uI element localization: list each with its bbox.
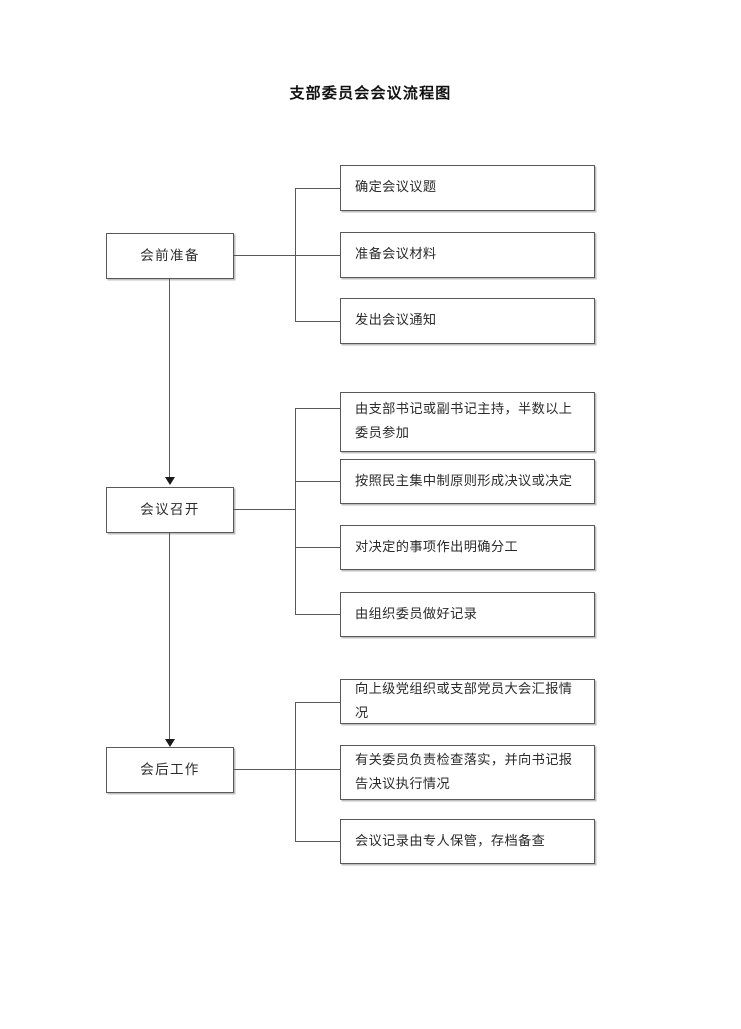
task-node-3-1-label: 向上级党组织或支部党员大会汇报情况 xyxy=(355,681,573,721)
task-node-1-1-label: 确定会议议题 xyxy=(355,180,437,195)
branch-3-2 xyxy=(295,769,340,771)
stage-node-1-label: 会前准备 xyxy=(140,247,200,264)
connector-stage2-to-stage3 xyxy=(169,533,171,739)
task-node-3-1[interactable]: 向上级党组织或支部党员大会汇报情况 xyxy=(340,679,595,724)
branch-2-1 xyxy=(295,408,340,410)
stage-node-2-label: 会议召开 xyxy=(140,501,200,518)
task-node-3-3[interactable]: 会议记录由专人保管，存档备查 xyxy=(340,819,595,864)
task-node-1-1[interactable]: 确定会议议题 xyxy=(340,165,595,211)
branch-2-3 xyxy=(295,547,340,549)
branch-3-1 xyxy=(295,702,340,704)
bracket-spine-3 xyxy=(295,702,297,842)
task-node-2-2-label: 按照民主集中制原则形成决议或决定 xyxy=(355,473,573,489)
task-node-1-3-label: 发出会议通知 xyxy=(355,313,437,328)
task-node-1-3[interactable]: 发出会议通知 xyxy=(340,298,595,344)
arrowhead-stage2-to-stage3 xyxy=(165,739,175,747)
branch-2-2 xyxy=(295,481,340,483)
task-node-2-1[interactable]: 由支部书记或副书记主持，半数以上委员参加 xyxy=(340,392,595,452)
branch-1-2 xyxy=(295,255,340,257)
task-node-2-4[interactable]: 由组织委员做好记录 xyxy=(340,592,595,637)
connector-stage2-to-spine xyxy=(234,509,296,511)
connector-stage3-to-spine xyxy=(234,769,296,771)
page-title: 支部委员会会议流程图 xyxy=(289,84,452,102)
arrowhead-stage1-to-stage2 xyxy=(165,477,175,485)
branch-1-3 xyxy=(295,321,340,323)
connector-stage1-to-spine xyxy=(234,255,296,257)
branch-3-3 xyxy=(295,841,340,843)
task-node-2-4-label: 由组织委员做好记录 xyxy=(355,606,478,622)
bracket-spine-2 xyxy=(295,408,297,615)
stage-node-3-label: 会后工作 xyxy=(140,761,200,778)
task-node-3-3-label: 会议记录由专人保管，存档备查 xyxy=(355,833,546,849)
stage-node-3[interactable]: 会后工作 xyxy=(106,747,234,793)
stage-node-2[interactable]: 会议召开 xyxy=(106,487,234,533)
task-node-2-1-label: 由支部书记或副书记主持，半数以上委员参加 xyxy=(355,402,573,441)
stage-node-1[interactable]: 会前准备 xyxy=(106,233,234,279)
task-node-2-2[interactable]: 按照民主集中制原则形成决议或决定 xyxy=(340,459,595,504)
task-node-1-2-label: 准备会议材料 xyxy=(355,247,437,262)
branch-2-4 xyxy=(295,614,340,616)
connector-stage1-to-stage2 xyxy=(169,279,171,477)
task-node-1-2[interactable]: 准备会议材料 xyxy=(340,232,595,278)
task-node-3-2[interactable]: 有关委员负责检查落实，并向书记报告决议执行情况 xyxy=(340,745,595,800)
task-node-2-3[interactable]: 对决定的事项作出明确分工 xyxy=(340,525,595,570)
task-node-3-2-label: 有关委员负责检查落实，并向书记报告决议执行情况 xyxy=(355,752,573,792)
branch-1-1 xyxy=(295,188,340,190)
task-node-2-3-label: 对决定的事项作出明确分工 xyxy=(355,539,519,555)
